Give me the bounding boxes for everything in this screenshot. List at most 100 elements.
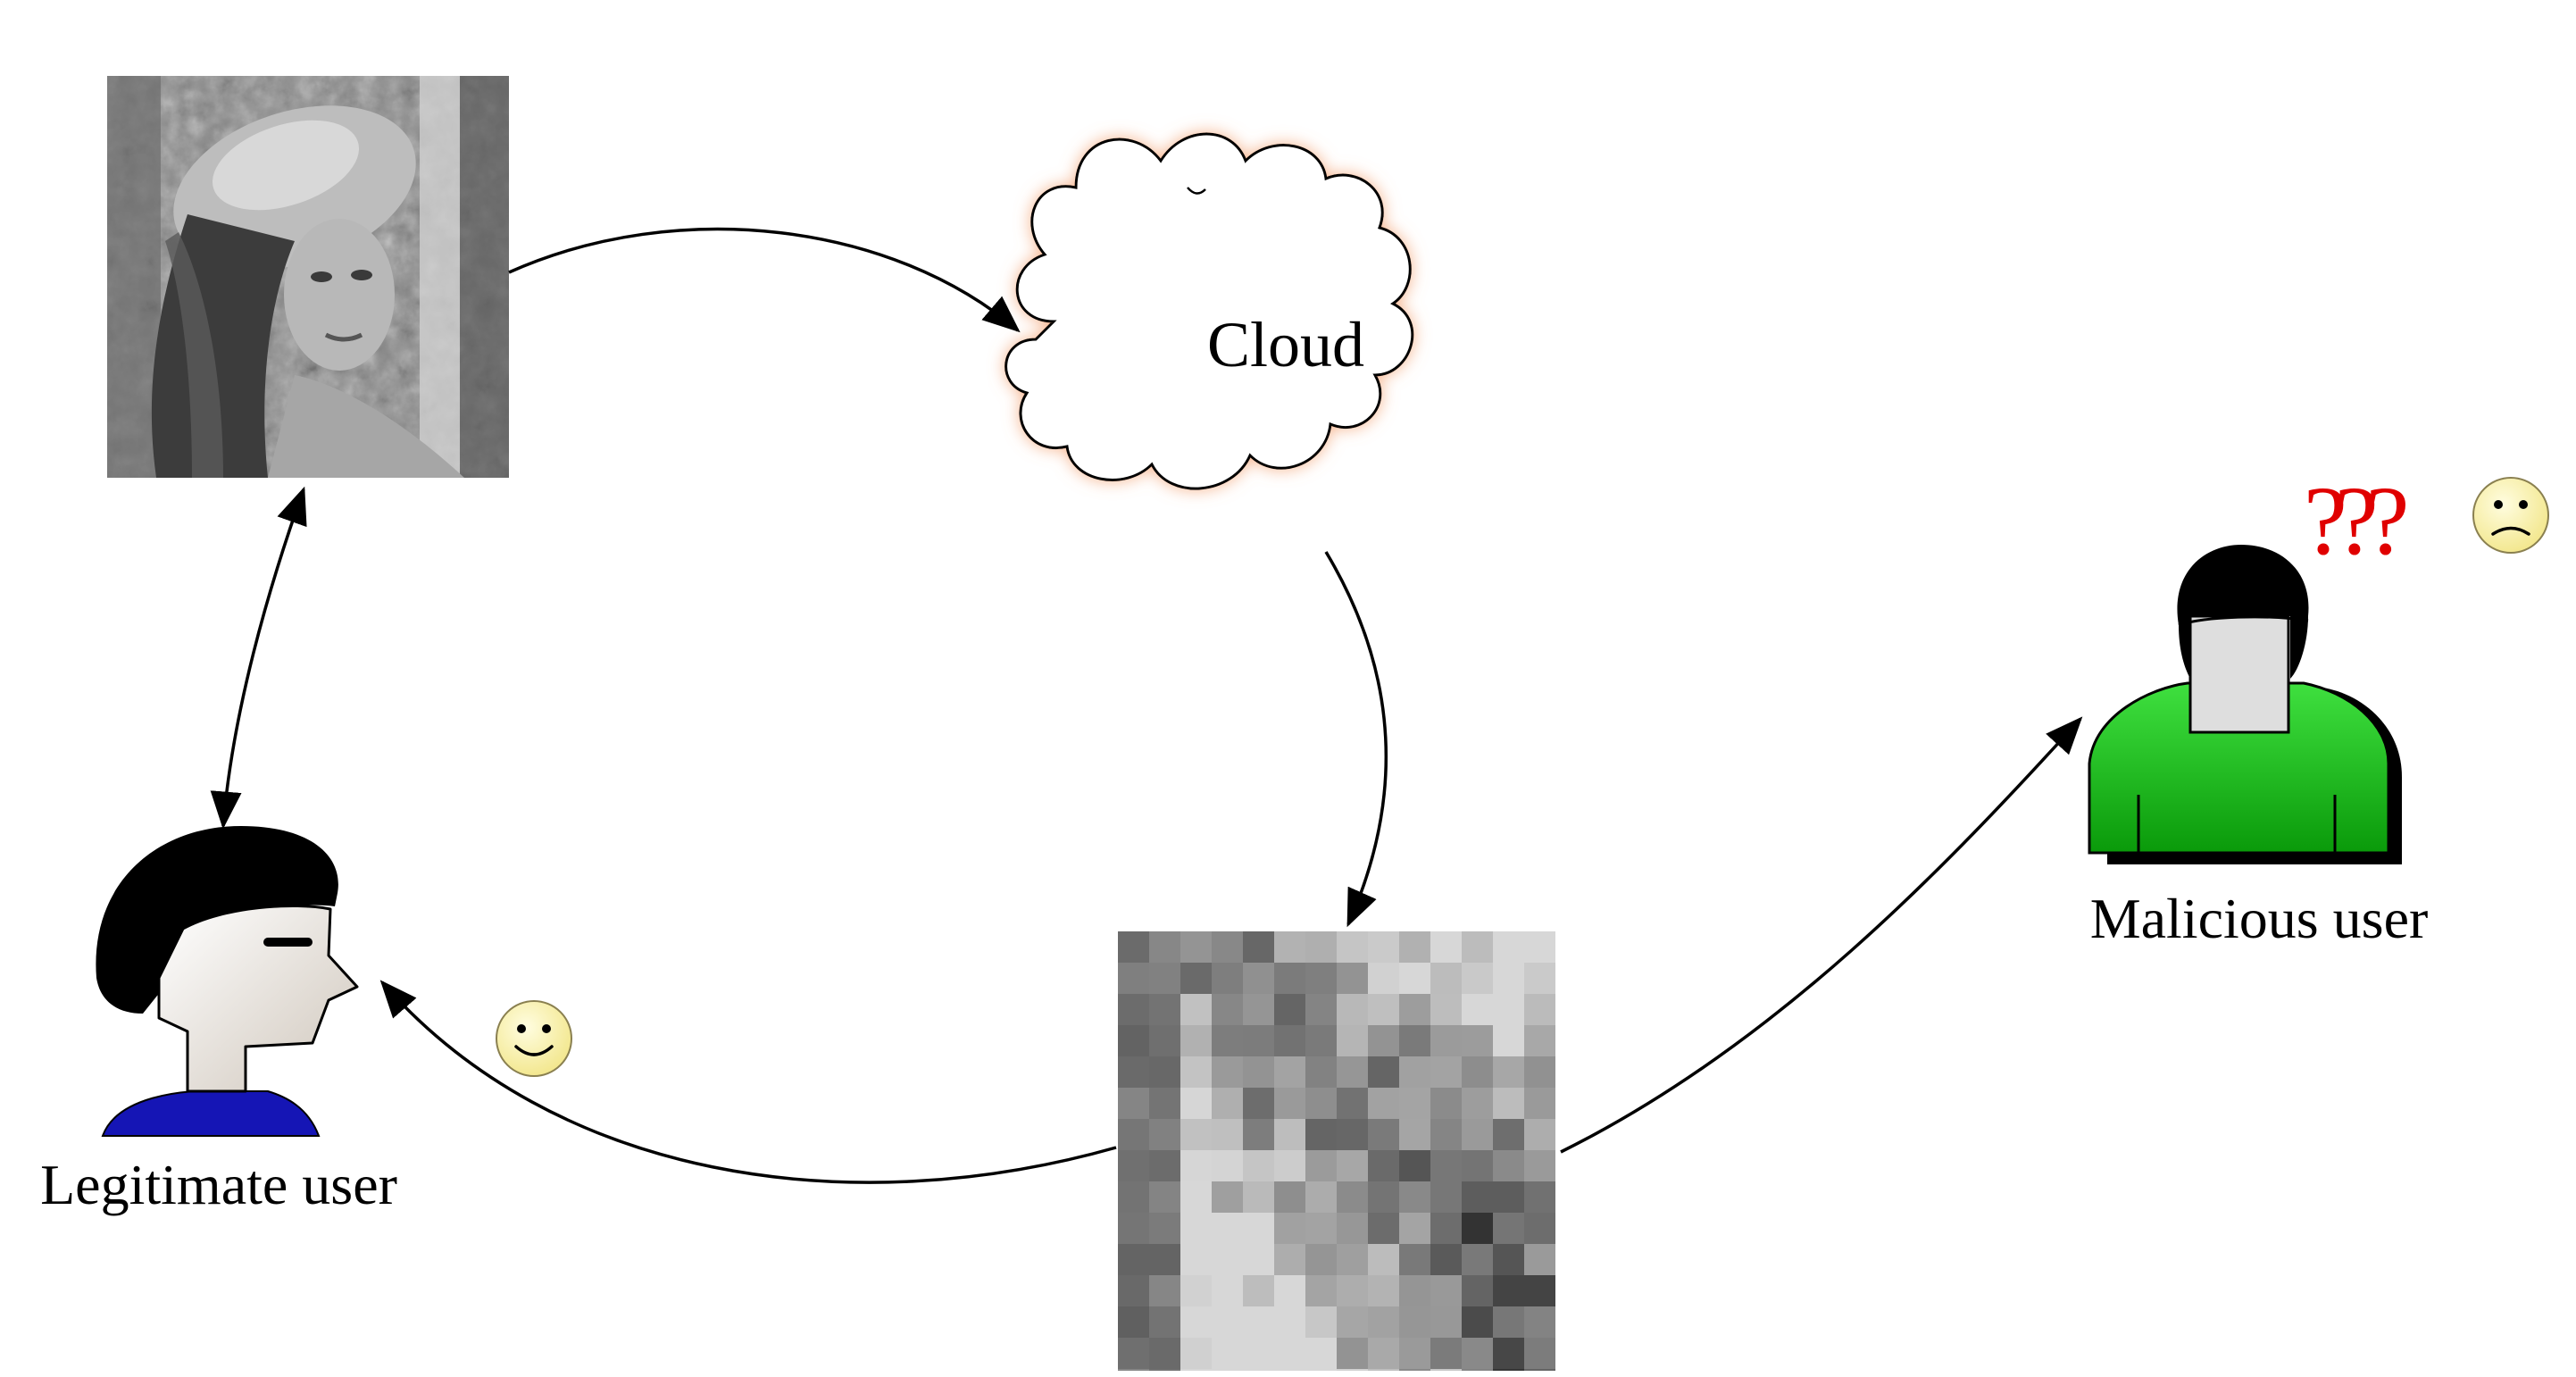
arrow-legitimate-user-image	[210, 486, 307, 830]
pixel-block	[1337, 1025, 1369, 1057]
pixel-block	[1462, 1369, 1494, 1371]
pixel-block	[1305, 931, 1338, 964]
pixel-block	[1462, 963, 1494, 995]
pixel-block	[1337, 1338, 1369, 1370]
arrow-cloud-to-pixelated	[1324, 551, 1388, 928]
pixel-block	[1118, 1056, 1150, 1089]
pixel-block	[1524, 931, 1555, 964]
pixel-block	[1524, 1181, 1555, 1214]
pixel-block	[1399, 1369, 1431, 1371]
pixel-block	[1274, 1150, 1306, 1182]
pixel-block	[1212, 1244, 1244, 1276]
pixel-block	[1524, 1306, 1555, 1339]
pixel-block	[1274, 1338, 1306, 1370]
pixel-block	[1118, 1338, 1150, 1370]
pixel-block	[1462, 1306, 1494, 1339]
pixel-block	[1305, 1338, 1338, 1370]
malicious-user-avatar	[2088, 545, 2402, 864]
pixel-block	[1430, 1119, 1463, 1151]
pixelated-image	[1118, 931, 1555, 1371]
pixel-block	[1180, 1119, 1213, 1151]
pixel-block	[1337, 1213, 1369, 1245]
pixel-block	[1337, 994, 1369, 1026]
pixel-block	[1243, 1306, 1275, 1339]
pixel-block	[1337, 1150, 1369, 1182]
pixel-block	[1399, 1056, 1431, 1089]
pixel-block	[1305, 1306, 1338, 1339]
pixel-block	[1212, 994, 1244, 1026]
pixel-block	[1493, 1088, 1525, 1120]
pixel-block	[1180, 1056, 1213, 1089]
pixel-block	[1243, 931, 1275, 964]
pixel-block	[1524, 1369, 1555, 1371]
pixel-block	[1368, 1088, 1400, 1120]
pixel-block	[1212, 1306, 1244, 1339]
pixel-block	[1430, 963, 1463, 995]
pixel-block	[1399, 1306, 1431, 1339]
pixel-block	[1399, 1275, 1431, 1307]
pixel-block	[1243, 1213, 1275, 1245]
pixel-block	[1524, 1088, 1555, 1120]
pixel-block	[1118, 1119, 1150, 1151]
pixel-block	[1462, 1244, 1494, 1276]
pixel-block	[1337, 1244, 1369, 1276]
pixel-block	[1462, 1150, 1494, 1182]
cloud-hook-mark	[1187, 187, 1206, 195]
pixel-block	[1212, 1369, 1244, 1371]
cloud-shape	[1005, 132, 1414, 490]
pixel-block	[1493, 1119, 1525, 1151]
pixel-block	[1337, 1119, 1369, 1151]
pixel-block	[1493, 931, 1525, 964]
arrow-pixelated-to-malicious-user	[1560, 716, 2083, 1154]
pixel-block	[1524, 1213, 1555, 1245]
pixel-block	[1274, 1056, 1306, 1089]
pixel-block	[1430, 1056, 1463, 1089]
pixel-block	[1212, 1056, 1244, 1089]
frown-face-icon	[2472, 477, 2549, 554]
pixel-block	[1430, 1244, 1463, 1276]
pixel-block	[1305, 1275, 1338, 1307]
pixel-block	[1180, 1369, 1213, 1371]
pixel-block	[1212, 1088, 1244, 1120]
pixel-block	[1462, 1056, 1494, 1089]
pixel-block	[1149, 1181, 1181, 1214]
malicious-user-hair	[2177, 545, 2309, 679]
pixel-block	[1243, 1275, 1275, 1307]
pixel-block	[1149, 1275, 1181, 1307]
original-image	[107, 76, 509, 478]
pixel-block	[1493, 1244, 1525, 1276]
pixel-block	[1243, 1338, 1275, 1370]
arrow-image-to-cloud	[508, 227, 1021, 333]
pixel-block	[1430, 1150, 1463, 1182]
malicious-user-shirt	[2088, 681, 2390, 855]
pixel-block	[1524, 994, 1555, 1026]
pixel-block	[1243, 1025, 1275, 1057]
pixel-block	[1212, 1150, 1244, 1182]
pixel-block	[1243, 1119, 1275, 1151]
pixel-block	[1337, 1275, 1369, 1307]
pixel-block	[1524, 1275, 1555, 1307]
pixel-block	[1368, 1150, 1400, 1182]
pixel-block	[1462, 1275, 1494, 1307]
pixel-block	[1337, 1181, 1369, 1214]
pixel-block	[1305, 1056, 1338, 1089]
pixel-block	[1430, 1088, 1463, 1120]
pixel-block	[1305, 963, 1338, 995]
arrow-pixelated-to-legitimate-user	[379, 980, 1117, 1184]
pixel-block	[1493, 994, 1525, 1026]
pixel-block	[1118, 1150, 1150, 1182]
pixel-block	[1524, 1025, 1555, 1057]
legitimate-user-face	[157, 904, 359, 1093]
pixel-block	[1305, 1025, 1338, 1057]
pixel-block	[1180, 1088, 1213, 1120]
pixel-block	[1524, 1244, 1555, 1276]
pixel-block	[1274, 1306, 1306, 1339]
pixel-block	[1149, 963, 1181, 995]
pixel-block	[1462, 1338, 1494, 1370]
pixel-block	[1493, 1056, 1525, 1089]
cloud-label: Cloud	[1207, 309, 1364, 380]
pixel-block	[1243, 1244, 1275, 1276]
pixel-block	[1430, 1025, 1463, 1057]
pixel-block	[1305, 1244, 1338, 1276]
arrows	[210, 227, 2083, 1184]
